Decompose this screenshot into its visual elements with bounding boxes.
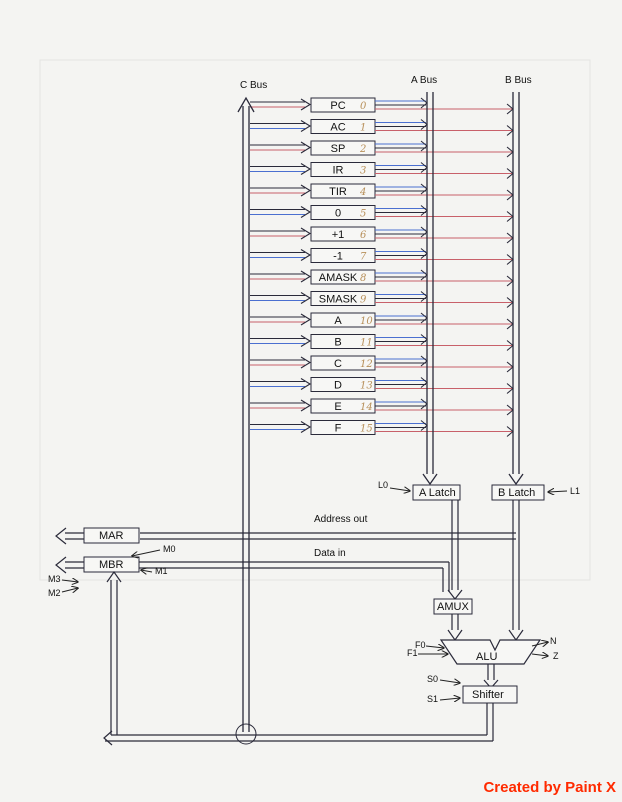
z-flag: Z bbox=[553, 651, 559, 661]
register-number: 9 bbox=[360, 295, 367, 306]
b-bus bbox=[508, 92, 524, 486]
register-number: 8 bbox=[360, 273, 366, 284]
register-label: SMASK bbox=[319, 294, 358, 306]
m1-signal: M1 bbox=[155, 566, 168, 576]
s1-signal: S1 bbox=[427, 694, 438, 704]
register-number: 0 bbox=[360, 101, 367, 112]
register-label: D bbox=[334, 380, 342, 392]
register-label: IR bbox=[333, 165, 344, 177]
register-row: B 11 bbox=[250, 334, 514, 351]
m0-signal: M0 bbox=[163, 544, 176, 554]
register-number: 15 bbox=[360, 424, 373, 435]
m3-signal: M3 bbox=[48, 574, 61, 584]
m2-signal: M2 bbox=[48, 588, 61, 598]
watermark-text: Created by Paint X bbox=[483, 779, 616, 796]
register-label: B bbox=[334, 337, 341, 349]
s0-signal: S0 bbox=[427, 674, 438, 684]
register-number: 2 bbox=[359, 144, 366, 155]
shifter-output-path bbox=[103, 570, 494, 746]
register-number: 5 bbox=[360, 209, 366, 220]
register-row: IR 3 bbox=[250, 162, 514, 179]
register-number: 4 bbox=[359, 187, 366, 198]
a-bus bbox=[422, 92, 438, 486]
register-row: E 14 bbox=[250, 398, 514, 416]
b-latch-label: B Latch bbox=[498, 487, 535, 499]
alu: ALU bbox=[439, 639, 542, 665]
register-label: F bbox=[335, 423, 342, 435]
c-bus-label: C Bus bbox=[240, 80, 267, 91]
register-row: TIR 4 bbox=[250, 183, 514, 201]
register-label: PC bbox=[330, 100, 345, 112]
a-bus-label: A Bus bbox=[411, 75, 437, 86]
data-in-label: Data in bbox=[314, 548, 346, 559]
register-number: 6 bbox=[360, 230, 367, 241]
register-label: TIR bbox=[329, 186, 347, 198]
shifter-label: Shifter bbox=[472, 689, 504, 701]
register-row: C 12 bbox=[250, 355, 514, 373]
f0-signal: F0 bbox=[415, 640, 426, 650]
amux: AMUX bbox=[433, 598, 473, 615]
register-number: 3 bbox=[360, 166, 366, 177]
register-label: AMASK bbox=[319, 272, 358, 284]
c-bus bbox=[237, 96, 255, 732]
register-row: F 15 bbox=[250, 420, 514, 437]
mbr-label: MBR bbox=[99, 559, 124, 571]
amux-label: AMUX bbox=[437, 601, 469, 613]
register-number: 1 bbox=[360, 123, 366, 134]
n-flag: N bbox=[550, 636, 557, 646]
register-row: SP 2 bbox=[250, 140, 514, 158]
register-row: A 10 bbox=[250, 312, 514, 330]
register-row: +1 6 bbox=[250, 226, 514, 244]
shifter: Shifter bbox=[462, 685, 518, 704]
register-label: AC bbox=[330, 122, 345, 134]
register-label: A bbox=[334, 315, 342, 327]
mbr-register: MBR bbox=[83, 556, 140, 573]
l1-signal: L1 bbox=[570, 486, 580, 496]
b-latch: B Latch bbox=[491, 484, 545, 501]
register-number: 10 bbox=[360, 316, 373, 327]
register-label: 0 bbox=[335, 208, 341, 220]
register-row: AC 1 bbox=[250, 119, 514, 136]
register-label: +1 bbox=[332, 229, 345, 241]
register-number: 11 bbox=[360, 338, 373, 349]
register-row: D 13 bbox=[250, 377, 514, 394]
register-label: C bbox=[334, 358, 342, 370]
f1-signal: F1 bbox=[407, 648, 418, 658]
mar-register: MAR bbox=[83, 527, 140, 544]
a-latch-label: A Latch bbox=[419, 487, 456, 499]
l0-signal: L0 bbox=[378, 480, 388, 490]
register-row: PC 0 bbox=[250, 97, 514, 115]
register-number: 14 bbox=[360, 402, 373, 413]
register-number: 7 bbox=[360, 252, 367, 263]
a-latch: A Latch bbox=[412, 484, 461, 501]
register-label: SP bbox=[331, 143, 346, 155]
b-bus-label: B Bus bbox=[505, 75, 532, 86]
address-out-label: Address out bbox=[314, 514, 368, 525]
alu-label: ALU bbox=[476, 651, 497, 663]
register-label: -1 bbox=[333, 251, 343, 263]
register-number: 12 bbox=[360, 359, 373, 370]
register-row: -1 7 bbox=[250, 248, 514, 265]
mar-label: MAR bbox=[99, 530, 124, 542]
register-number: 13 bbox=[360, 381, 373, 392]
register-label: E bbox=[334, 401, 341, 413]
